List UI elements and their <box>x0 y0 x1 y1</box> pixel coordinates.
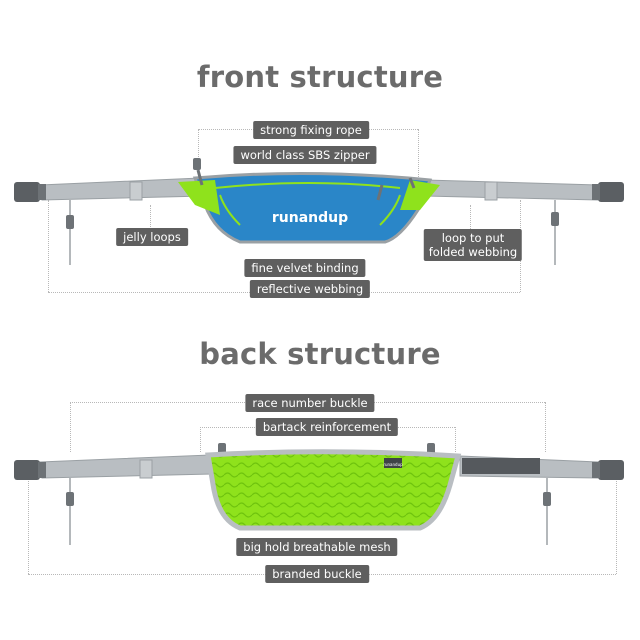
left-strap <box>39 454 213 479</box>
label-race-number-buckle: race number buckle <box>245 394 375 412</box>
right-buckle-icon <box>598 460 624 480</box>
guide-line <box>470 205 471 235</box>
brand-tag-text: runandup <box>383 462 403 467</box>
guide-line <box>48 200 49 292</box>
label-velvet-binding: fine velvet binding <box>244 259 366 277</box>
brand-tag <box>384 458 402 468</box>
guide-line <box>200 427 201 452</box>
label-breathable-mesh: big hold breathable mesh <box>236 538 398 556</box>
label-strong-fixing-rope: strong fixing rope <box>253 121 369 139</box>
guide-line <box>455 427 456 452</box>
back-structure-heading: back structure <box>199 337 441 371</box>
zipper-line <box>214 182 401 189</box>
label-loop-line-2: folded webbing <box>428 245 518 259</box>
front-pouch <box>192 171 433 244</box>
label-sbs-zipper: world class SBS zipper <box>233 146 377 164</box>
front-belt-illustration: runandup <box>14 158 624 265</box>
guide-line <box>150 205 151 235</box>
guide-line <box>418 129 419 179</box>
guide-line <box>616 470 617 574</box>
front-structure-heading: front structure <box>196 60 444 94</box>
left-buckle-icon <box>14 182 40 202</box>
label-reflective-webbing: reflective webbing <box>249 280 371 298</box>
label-branded-buckle: branded buckle <box>265 565 369 583</box>
guide-line <box>198 129 199 159</box>
brand-logo: runandup <box>272 210 348 226</box>
label-loop-line-1: loop to put <box>441 231 505 245</box>
right-buckle-icon <box>598 182 624 202</box>
guide-line <box>70 402 71 452</box>
guide-line <box>28 470 29 574</box>
breathable-mesh-panel <box>205 449 462 531</box>
label-jelly-loops: jelly loops <box>116 228 188 246</box>
label-bartack-reinforcement: bartack reinforcement <box>255 418 399 436</box>
label-loop-folded-webbing: loop to put folded webbing <box>423 229 523 261</box>
guide-line <box>545 402 546 452</box>
left-buckle-icon <box>14 460 40 480</box>
